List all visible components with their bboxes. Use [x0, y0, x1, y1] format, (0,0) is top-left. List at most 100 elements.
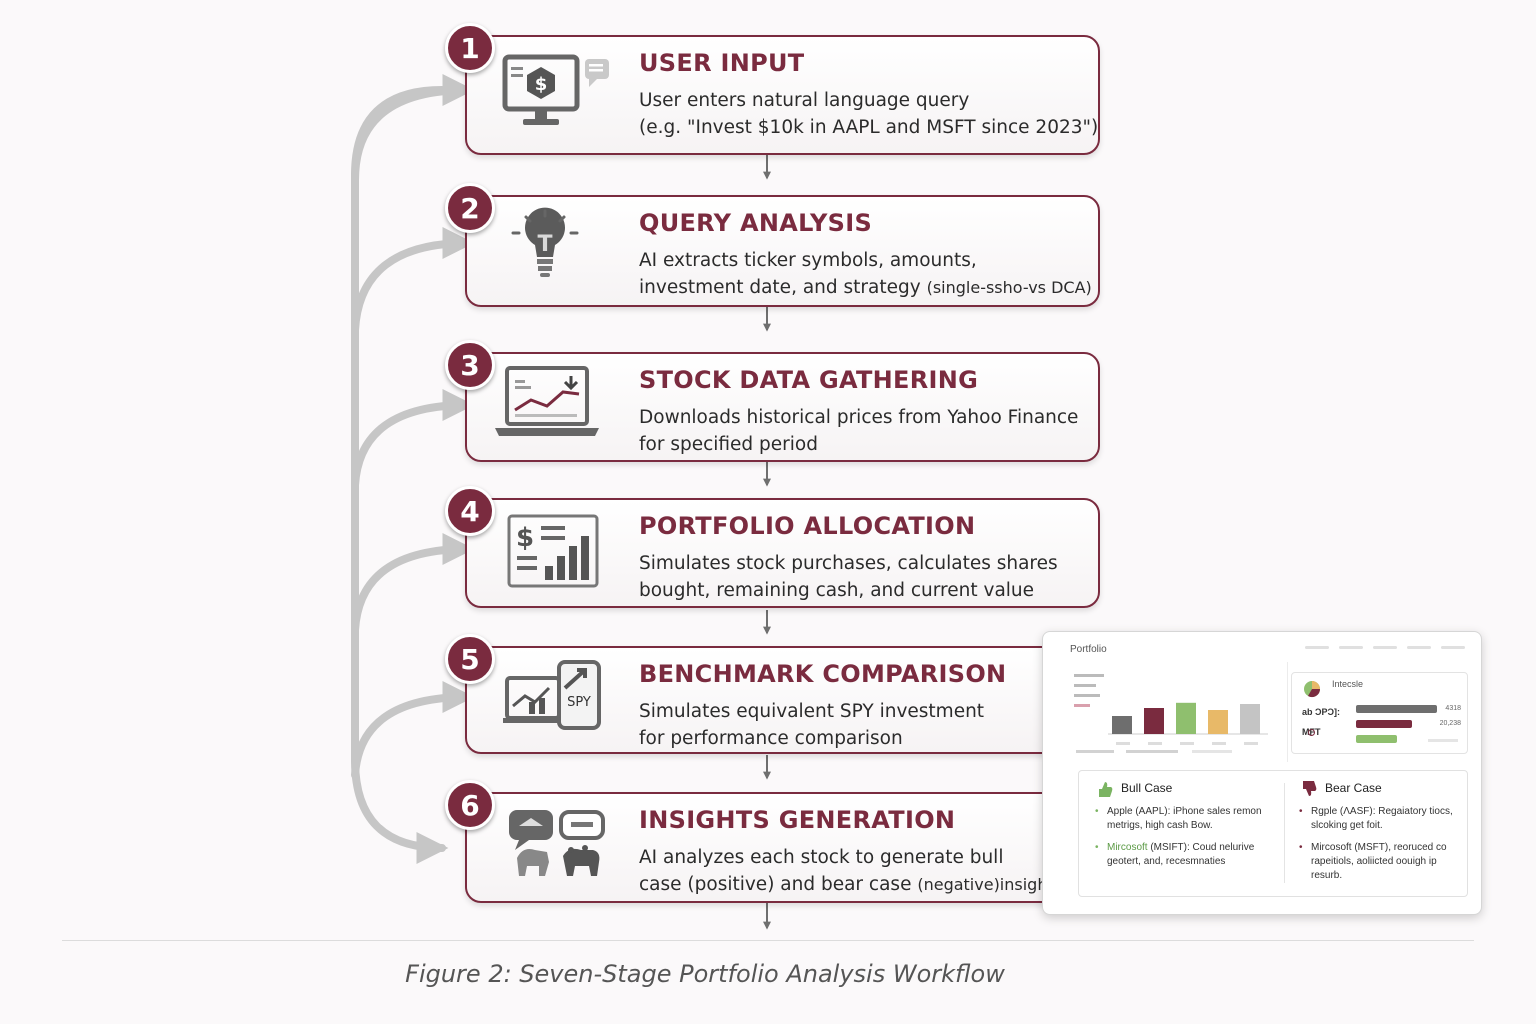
thumbs-down-icon	[1303, 781, 1317, 796]
dashboard-legend-lines	[1074, 674, 1104, 707]
svg-text:T: T	[537, 232, 552, 257]
spy-label: SPY	[567, 695, 591, 710]
loop-branch-5	[351, 681, 475, 779]
loop-branch-4	[351, 533, 475, 634]
loop-branch-0	[351, 74, 475, 184]
stage-description-line: (e.g. "Invest $10k in AAPL and MSFT sinc…	[639, 117, 1099, 138]
stage-title: USER INPUT	[639, 49, 805, 77]
inset-title: Intecsle	[1332, 679, 1364, 689]
stage-description: Downloads historical prices from Yahoo F…	[639, 404, 1084, 458]
list-item: Mircosoft (MSIFT): Coud nelurive geotert…	[1089, 841, 1279, 869]
loop-branch-2	[351, 227, 475, 334]
stage-6-insights-generation: 6 INSIGHTS GENERATION AI analyzes each s…	[445, 780, 1100, 903]
stage-description-line: AI analyzes each stock to generate bull	[639, 847, 1004, 868]
bull-bear-insights-panel: Bull Case Apple (AAPL): iPhone sales rem…	[1078, 770, 1468, 897]
dashboard-side-divider	[1287, 662, 1288, 762]
ledger-bar-chart-icon: $	[507, 514, 599, 588]
inset-placeholder-line	[1428, 739, 1458, 742]
monitor-dollar-icon: $	[502, 54, 609, 125]
stage-description-line: User enters natural language query	[639, 90, 970, 111]
thumbs-up-icon	[1099, 782, 1113, 797]
spy-comparison-icon: SPY	[503, 660, 601, 730]
stage-description-line: bought, remaining cash, and current valu…	[639, 580, 1035, 601]
case-divider	[1284, 783, 1285, 883]
stage-description-line: case (positive) and bear case (negative)…	[639, 871, 1084, 898]
bear-case-item-text: Rgple (ɅASF): Regaiatory tiocs, slcoking…	[1311, 806, 1453, 831]
stage-number-badge: 6	[445, 780, 495, 830]
dashboard-inset-card: Intecsle ab ƆPƆ]: MFT 4318 20,238	[1291, 672, 1468, 754]
caption-divider	[62, 940, 1474, 941]
figure-caption: Figure 2: Seven-Stage Portfolio Analysis…	[405, 960, 1005, 988]
loop-branch-3	[351, 389, 475, 489]
stage-title: INSIGHTS GENERATION	[639, 806, 956, 834]
stage-number-badge: 1	[445, 23, 495, 73]
laptop-chart-icon	[495, 366, 599, 436]
bull-case-item-text: (MSIFT): Coud nelurive geotert, and, rec…	[1107, 842, 1255, 867]
portfolio-dashboard-preview: Portfolio Intecsle ab ƆPƆ]: MFT 4318 20,…	[1042, 631, 1482, 915]
stage-3-stock-data-gathering: 3 STOCK DATA GATHERING Downloads histori…	[445, 340, 1100, 462]
stage-description-line: Simulates equivalent SPY investment	[639, 701, 985, 722]
stage-title: QUERY ANALYSIS	[639, 209, 873, 237]
inset-bar	[1356, 720, 1412, 728]
dashboard-bar	[1240, 704, 1260, 734]
stage-description-note: (negative)insights	[917, 875, 1063, 894]
stage-description-text: investment date, and strategy	[639, 277, 921, 298]
list-item: Apple (AAPL): iPhone sales remon metrigs…	[1089, 805, 1279, 833]
stage-2-query-analysis: 2 T QUERY ANALYSIS AI extracts ticker sy…	[445, 183, 1100, 307]
stage-description: Simulates equivalent SPY investment for …	[639, 698, 1084, 752]
bull-case-list: Apple (AAPL): iPhone sales remon metrigs…	[1089, 805, 1279, 869]
lightbulb-icon: T	[511, 207, 579, 277]
inset-row-value: 20,238	[1439, 720, 1461, 727]
dashboard-bar	[1112, 716, 1132, 734]
list-item: Mircosoft (MSFT), reoruced co rapeitiols…	[1293, 841, 1463, 883]
bear-case-column: Bear Case Rgple (ɅASF): Regaiatory tiocs…	[1293, 781, 1463, 891]
stage-description: AI extracts ticker symbols, amounts, inv…	[639, 247, 1092, 301]
feedback-loop-connectors	[351, 74, 475, 864]
stage-1-user-input: 1 $ USER INPUT User enters natural langu…	[445, 23, 1100, 155]
stage-description-note: (single-ssho-vs DCA)	[926, 278, 1092, 297]
stage-number-badge: 3	[445, 340, 495, 390]
bull-case-title: Bull Case	[1121, 781, 1173, 795]
list-item: Rgple (ɅASF): Regaiatory tiocs, slcoking…	[1293, 805, 1463, 833]
stage-description: AI analyzes each stock to generate bull …	[639, 844, 1084, 898]
pie-chart-icon	[1304, 681, 1321, 698]
dashboard-title: Portfolio	[1070, 644, 1107, 655]
stage-description: User enters natural language query (e.g.…	[639, 87, 1099, 141]
stage-title: PORTFOLIO ALLOCATION	[639, 512, 976, 540]
stage-title: BENCHMARK COMPARISON	[639, 660, 1007, 688]
bull-case-item-text: Apple (AAPL): iPhone sales remon metrigs…	[1107, 806, 1262, 831]
inset-bar	[1356, 735, 1397, 743]
dashboard-bar	[1208, 710, 1228, 734]
stage-description-line: Simulates stock purchases, calculates sh…	[639, 553, 1058, 574]
dashboard-window-controls	[1305, 646, 1465, 649]
stage-title: STOCK DATA GATHERING	[639, 366, 979, 394]
dashboard-axis-ticks	[1116, 742, 1258, 745]
dashboard-bars	[1112, 702, 1260, 734]
bear-case-list: Rgple (ɅASF): Regaiatory tiocs, slcoking…	[1293, 805, 1463, 883]
stage-description-line: Downloads historical prices from Yahoo F…	[639, 407, 1079, 428]
inset-row-value: 4318	[1445, 705, 1461, 712]
dashboard-bar	[1144, 708, 1164, 734]
bull-case-item-lead: Mircosoft	[1107, 842, 1148, 853]
svg-text:$: $	[535, 74, 548, 95]
status-dot	[1308, 729, 1315, 736]
stage-4-portfolio-allocation: 4 $ PORTFOLIO ALLOCATION Simulates stock…	[445, 486, 1100, 608]
svg-text:$: $	[516, 523, 534, 553]
bull-case-column: Bull Case Apple (AAPL): iPhone sales rem…	[1089, 781, 1279, 877]
inset-bar	[1356, 705, 1437, 713]
stage-description-text: case (positive) and bear case	[639, 874, 912, 895]
stage-number-badge: 5	[445, 634, 495, 684]
stage-description: Simulates stock purchases, calculates sh…	[639, 550, 1084, 604]
stage-description-line: investment date, and strategy (single-ss…	[639, 274, 1092, 301]
stage-description-line: for specified period	[639, 434, 818, 455]
bear-case-title: Bear Case	[1325, 781, 1382, 795]
stage-description-line: for performance comparison	[639, 728, 903, 749]
bull-bear-chat-icon	[509, 810, 605, 876]
stage-number-badge: 2	[445, 183, 495, 233]
dashboard-bar-chart	[1074, 674, 1268, 745]
stage-description-line: AI extracts ticker symbols, amounts,	[639, 250, 977, 271]
stage-number-badge: 4	[445, 486, 495, 536]
inset-row-label: ab ƆPƆ]:	[1302, 707, 1340, 717]
bear-case-item-text: Mircosoft (MSFT), reoruced co rapeitiols…	[1311, 842, 1447, 881]
